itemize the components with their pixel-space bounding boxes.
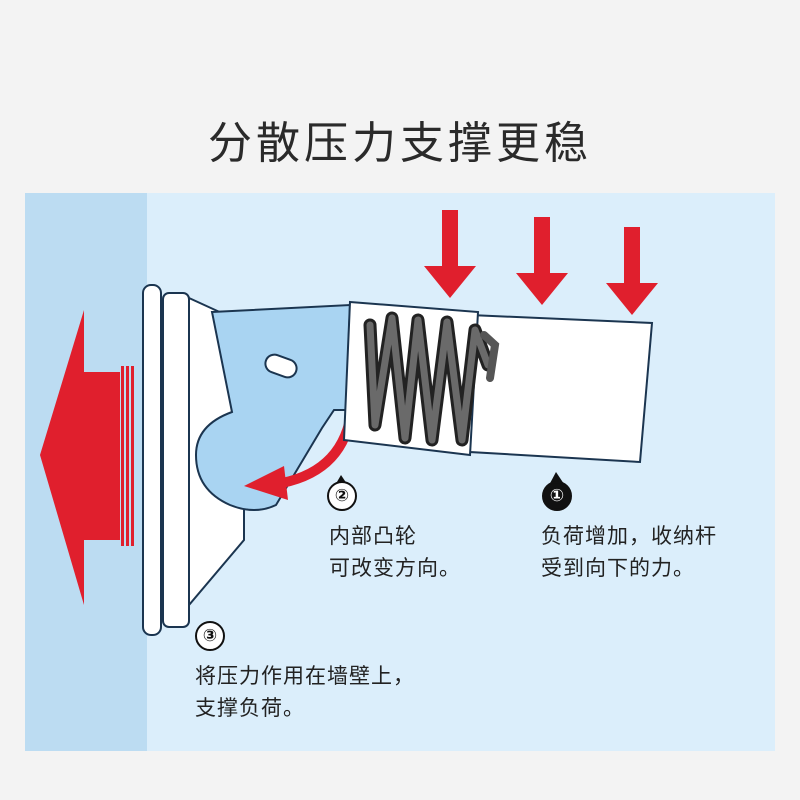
annotation-number-2: ② — [327, 481, 357, 511]
annotation-2-line-1: 内部凸轮 — [329, 524, 417, 548]
spring-icon — [363, 311, 500, 447]
annotation-3-line-2: 支撑负荷。 — [195, 696, 305, 720]
down-arrow-icon — [606, 227, 658, 315]
down-arrow-icon — [424, 210, 476, 298]
annotation-3-line-1: 将压力作用在墙壁上， — [195, 664, 415, 688]
annotation-2-line-2: 可改变方向。 — [329, 556, 461, 580]
annotation-1-line-2: 受到向下的力。 — [541, 556, 695, 580]
annotation-1-line-1: 负荷增加，收纳杆 — [541, 524, 717, 548]
page-title: 分散压力支撑更稳 — [208, 118, 592, 170]
down-arrow-icon — [516, 217, 568, 305]
annotation-1: 负荷增加，收纳杆 受到向下的力。 — [541, 520, 717, 584]
annotation-number-3: ③ — [195, 621, 225, 651]
annotation-2: 内部凸轮 可改变方向。 — [329, 520, 461, 584]
cam-housing — [194, 303, 352, 511]
annotation-number-1: ① — [542, 481, 572, 511]
left-arrow-icon — [40, 310, 134, 605]
annotation-3: 将压力作用在墙壁上， 支撑负荷。 — [195, 660, 415, 724]
